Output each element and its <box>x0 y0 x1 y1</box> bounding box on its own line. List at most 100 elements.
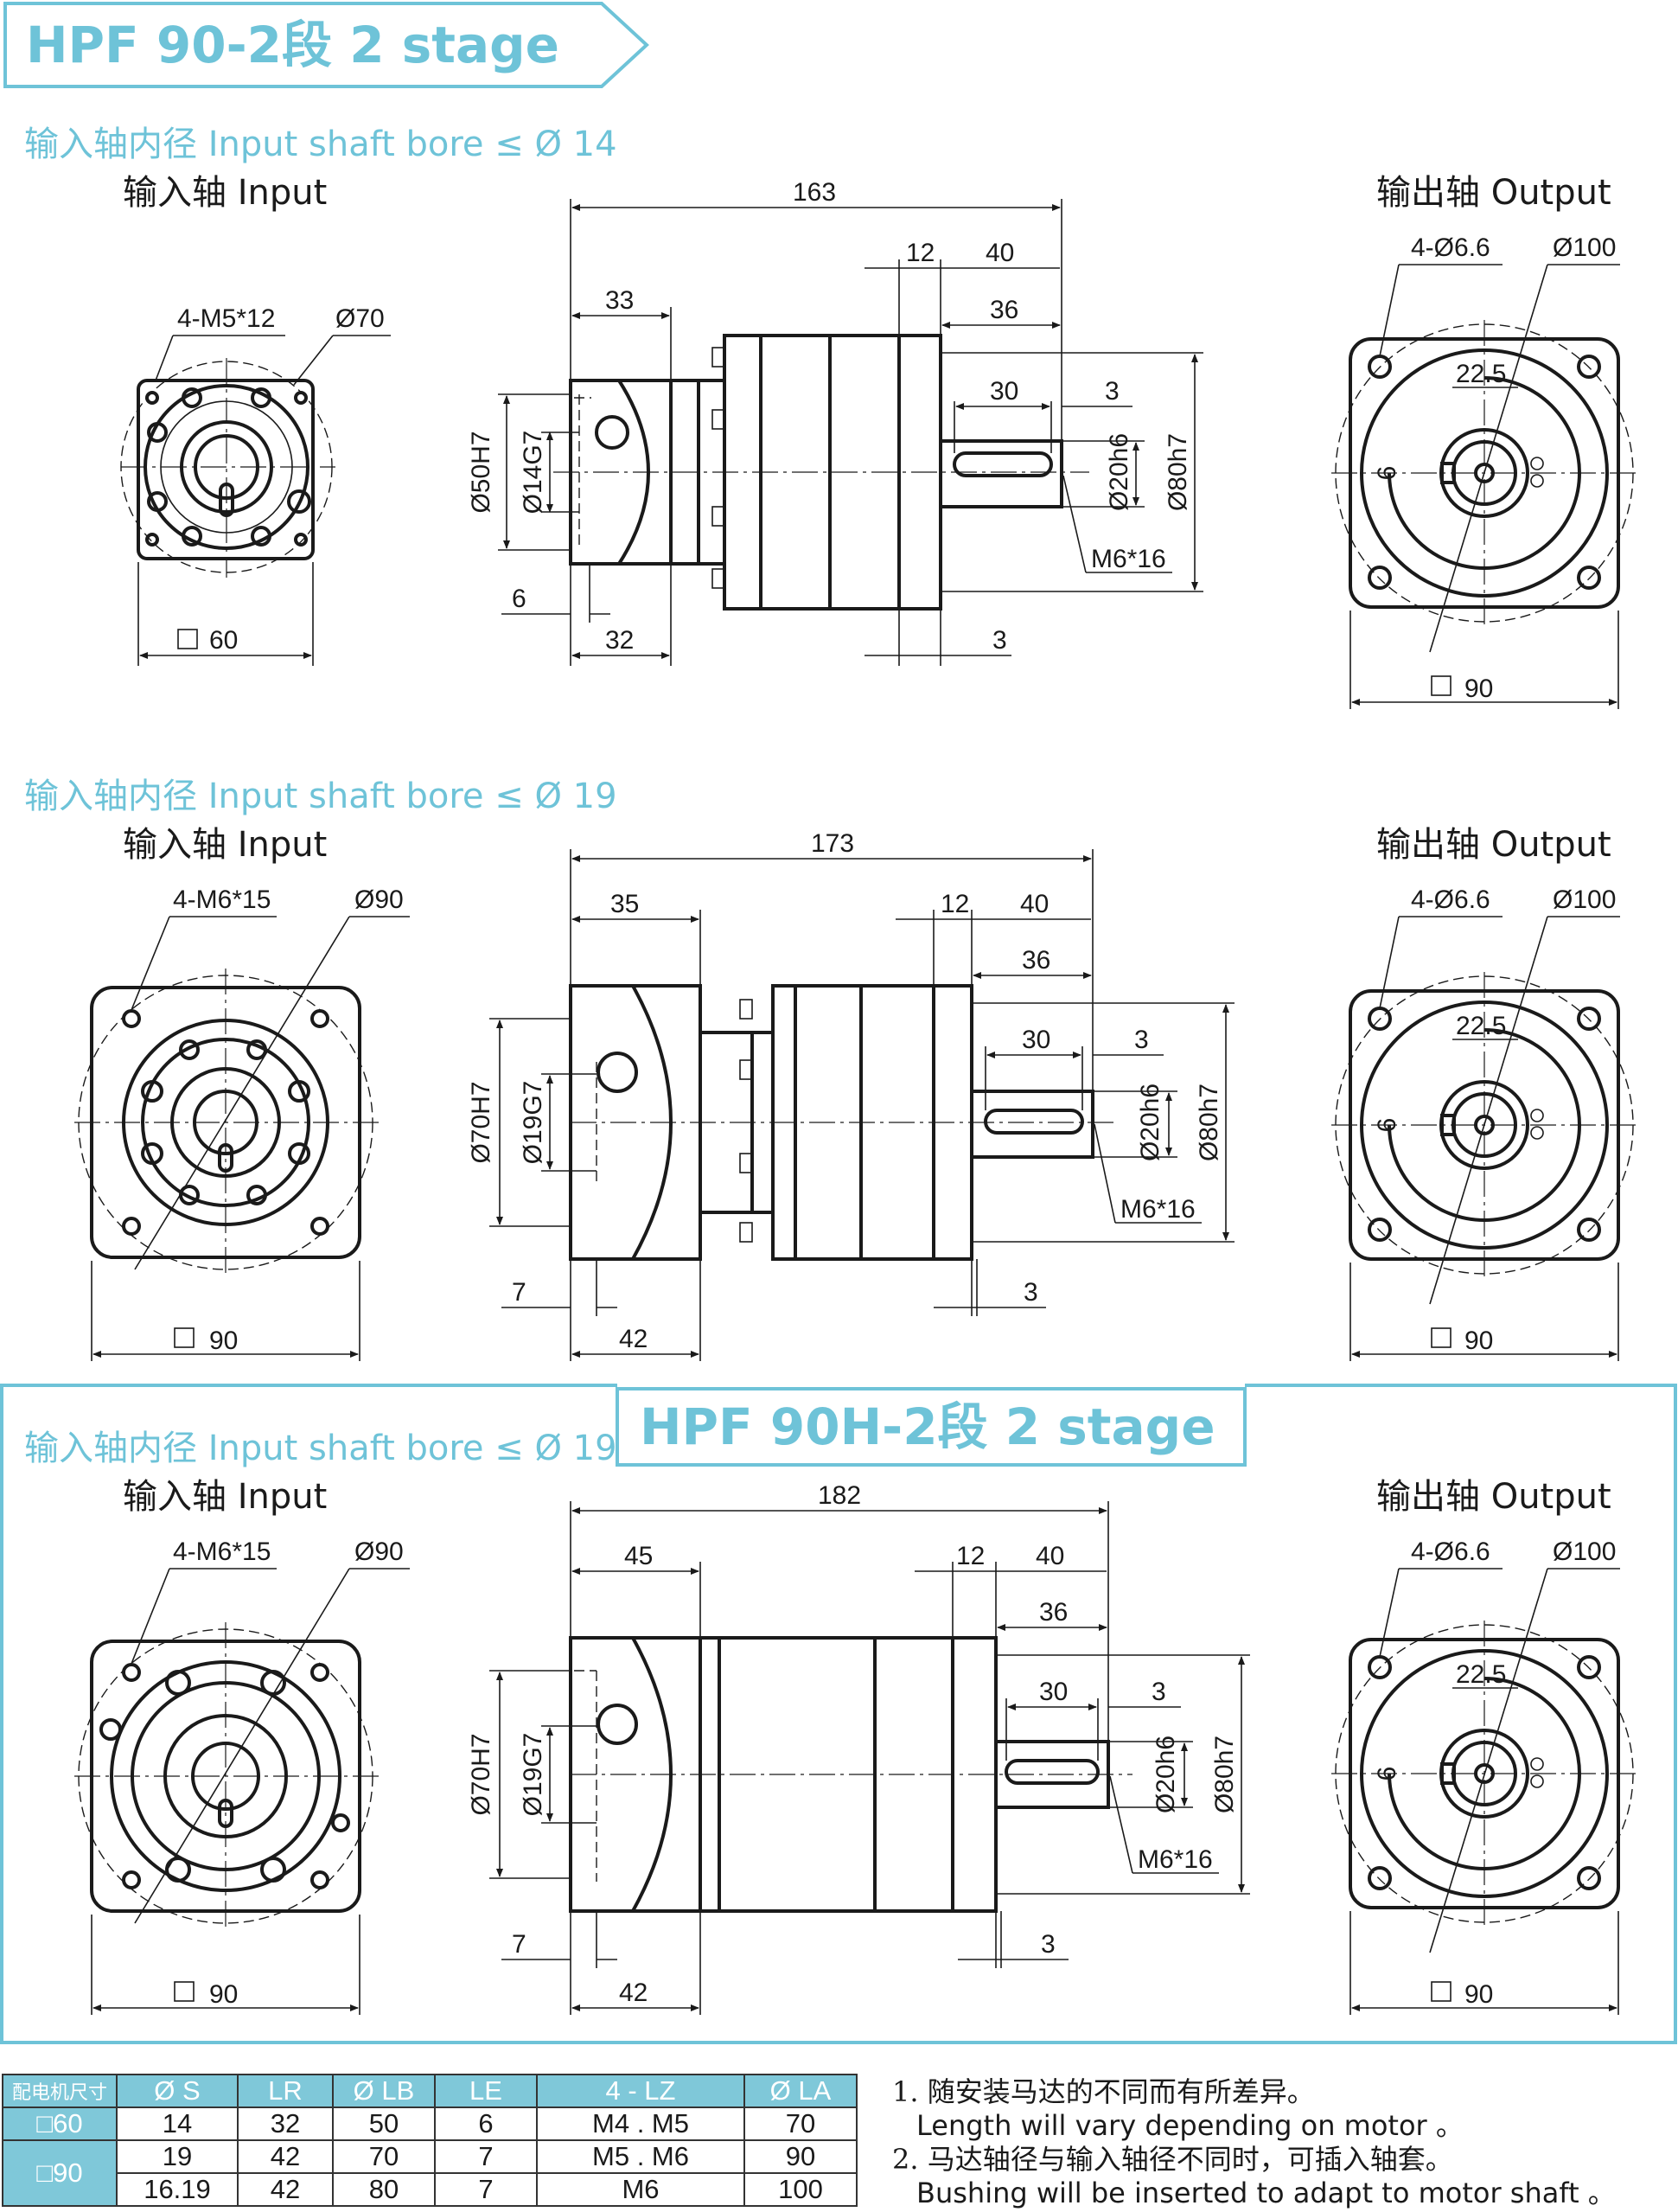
dim-side-2-3b: 3 <box>1024 1278 1038 1307</box>
table-header-row: 配电机尺寸 Ø S LR Ø LB LE 4 - LZ Ø LA <box>2 2074 858 2108</box>
dim-side-1-lr: 32 <box>605 626 634 655</box>
table-row: 16.19 42 80 7 M6 100 <box>3 2172 858 2207</box>
dim-input-3-bolts: 4-M6*15 <box>173 1538 271 1566</box>
dim-side-3-36: 36 <box>1039 1598 1068 1627</box>
dim-output-2-pcd: Ø100 <box>1553 885 1616 914</box>
input-label-2: 输入轴 Input <box>123 825 327 865</box>
dim-side-1-le: 6 <box>512 585 526 613</box>
dim-side-2-thread: M6*16 <box>1120 1195 1196 1224</box>
table-cell: 70 <box>332 2139 436 2174</box>
dim-side-3-3a: 3 <box>1152 1678 1166 1706</box>
dim-side-2-out: Ø20h6 <box>1136 1084 1164 1161</box>
dim-input-1-bolts: 4-M5*12 <box>177 304 275 333</box>
header-la: Ø LA <box>743 2074 858 2108</box>
output-view-1: 90 4-Ø6.6 Ø100 22.5 6 <box>1331 233 1637 709</box>
dim-input-2-pcd: Ø90 <box>354 885 404 914</box>
dim-input-3-square: 90 <box>209 1980 238 2009</box>
table-cell: 7 <box>434 2172 538 2207</box>
dim-side-3-out: Ø20h6 <box>1152 1736 1180 1813</box>
note-2-cn: 2. 马达轴径与输入轴径不同时，可插入轴套。 <box>892 2143 1453 2176</box>
dim-side-2-36: 36 <box>1022 946 1050 975</box>
output-label-1: 输出轴 Output <box>1376 173 1611 213</box>
dim-side-3-bore: Ø70H7 <box>467 1733 495 1815</box>
dim-side-2-shaft: Ø19G7 <box>519 1081 547 1165</box>
title-main: HPF 90-2段 2 stage <box>26 16 559 74</box>
dim-side-2-pilot: Ø80h7 <box>1195 1084 1223 1161</box>
dim-output-2-key: 22.5 <box>1456 1012 1506 1040</box>
table-cell: 100 <box>743 2172 858 2207</box>
dim-side-3-40: 40 <box>1036 1542 1064 1570</box>
table-cell: 90 <box>743 2139 858 2174</box>
output-label-3: 输出轴 Output <box>1376 1477 1611 1517</box>
table-cell: 42 <box>237 2139 334 2174</box>
output-view-3: 90 4-Ø6.6 Ø100 22.5 6 <box>1331 1538 1637 2015</box>
dim-side-1-shaft: Ø14G7 <box>519 431 547 515</box>
dim-input-2-square: 90 <box>209 1327 238 1355</box>
header-lr: LR <box>237 2074 334 2108</box>
table-cell: 50 <box>332 2107 436 2141</box>
dim-side-1-36: 36 <box>990 296 1018 324</box>
dim-side-2-12: 12 <box>941 890 969 918</box>
side-view-1: 163 33 12 40 36 30 3 Ø50H7 Ø14G7 <box>467 178 1203 666</box>
side-view-2: 173 35 12 40 36 30 3 Ø70H7 Ø19G7 <box>467 829 1235 1361</box>
bore-note-1: 输入轴内径 Input shaft bore ≤ Ø 14 <box>24 125 617 164</box>
output-label-2: 输出轴 Output <box>1376 825 1611 865</box>
title-second: HPF 90H-2段 2 stage <box>640 1397 1215 1456</box>
dim-output-3-keyw: 6 <box>1373 1767 1401 1781</box>
dim-side-3-total: 182 <box>818 1481 861 1510</box>
dim-side-2-lr: 42 <box>619 1325 648 1353</box>
section-2: 输入轴内径 Input shaft bore ≤ Ø 19 输入轴 Input … <box>24 777 1637 1361</box>
dim-input-3-pcd: Ø90 <box>354 1538 404 1566</box>
dim-side-3-lr: 42 <box>619 1979 648 2007</box>
dim-side-2-le: 7 <box>512 1278 526 1307</box>
dim-output-2-holes: 4-Ø6.6 <box>1411 885 1490 914</box>
dim-side-2-30: 30 <box>1022 1026 1050 1054</box>
bore-note-3: 输入轴内径 Input shaft bore ≤ Ø 19 <box>24 1429 617 1468</box>
header-motor-size: 配电机尺寸 <box>2 2074 118 2108</box>
table-cell: 19 <box>116 2139 239 2174</box>
dim-output-1-pcd: Ø100 <box>1553 233 1616 262</box>
dim-side-1-a: 33 <box>605 286 634 315</box>
dim-side-1-bore: Ø50H7 <box>467 431 495 513</box>
dim-side-3-3b: 3 <box>1041 1930 1056 1959</box>
dim-output-2-keyw: 6 <box>1373 1118 1401 1133</box>
table-cell: 70 <box>743 2107 858 2141</box>
section-1: 输入轴内径 Input shaft bore ≤ Ø 14 输入轴 Input … <box>24 125 1637 709</box>
dim-input-1-pcd: Ø70 <box>335 304 385 333</box>
side-view-3: 182 45 12 40 36 30 3 Ø70H7 Ø19G7 <box>467 1481 1250 2015</box>
dim-input-2-bolts: 4-M6*15 <box>173 885 271 914</box>
title-banner-2 <box>616 1387 1247 1467</box>
dim-side-2-a: 35 <box>610 890 639 918</box>
note-1-cn: 1. 随安装马达的不同而有所差异。 <box>892 2075 1315 2108</box>
dim-side-1-out: Ø20h6 <box>1105 433 1133 511</box>
table-cell: 42 <box>237 2172 334 2207</box>
input-view-2: 90 4-M6*15 Ø90 <box>74 885 410 1361</box>
dim-side-1-40: 40 <box>986 239 1014 267</box>
dim-side-2-bore: Ø70H7 <box>467 1081 495 1163</box>
bore-note-2: 输入轴内径 Input shaft bore ≤ Ø 19 <box>24 777 617 816</box>
dim-output-2-square: 90 <box>1464 1327 1493 1355</box>
table-cell: M5 . M6 <box>536 2139 745 2174</box>
input-label-3: 输入轴 Input <box>123 1477 327 1517</box>
table-row: □60 14 32 50 6 M4 . M5 70 <box>2 2107 858 2141</box>
note-1-en: Length will vary depending on motor 。 <box>916 2109 1464 2142</box>
dim-side-3-le: 7 <box>512 1930 526 1959</box>
motor-size-cell: □90 <box>2 2139 118 2207</box>
dim-side-3-30: 30 <box>1039 1678 1068 1706</box>
dim-output-3-key: 22.5 <box>1456 1660 1506 1689</box>
dim-output-3-square: 90 <box>1464 1980 1493 2009</box>
table-cell: 7 <box>434 2139 538 2174</box>
table-cell: 14 <box>116 2107 239 2141</box>
dim-side-3-thread: M6*16 <box>1138 1845 1213 1874</box>
table-cell: M6 <box>536 2172 745 2207</box>
dim-output-1-key: 22.5 <box>1456 360 1506 388</box>
input-view-3: 90 4-M6*15 Ø90 <box>74 1538 410 2015</box>
dim-output-3-pcd: Ø100 <box>1553 1538 1616 1566</box>
output-view-2: 90 4-Ø6.6 Ø100 22.5 6 <box>1331 885 1637 1361</box>
dim-side-3-shaft: Ø19G7 <box>519 1733 547 1817</box>
table-row: □90 19 42 70 7 M5 . M6 90 <box>2 2139 858 2207</box>
dim-output-3-holes: 4-Ø6.6 <box>1411 1538 1490 1566</box>
motor-spec-table: 配电机尺寸 Ø S LR Ø LB LE 4 - LZ Ø LA □60 14 … <box>2 2074 858 2207</box>
dim-side-1-pilot: Ø80h7 <box>1164 433 1192 511</box>
